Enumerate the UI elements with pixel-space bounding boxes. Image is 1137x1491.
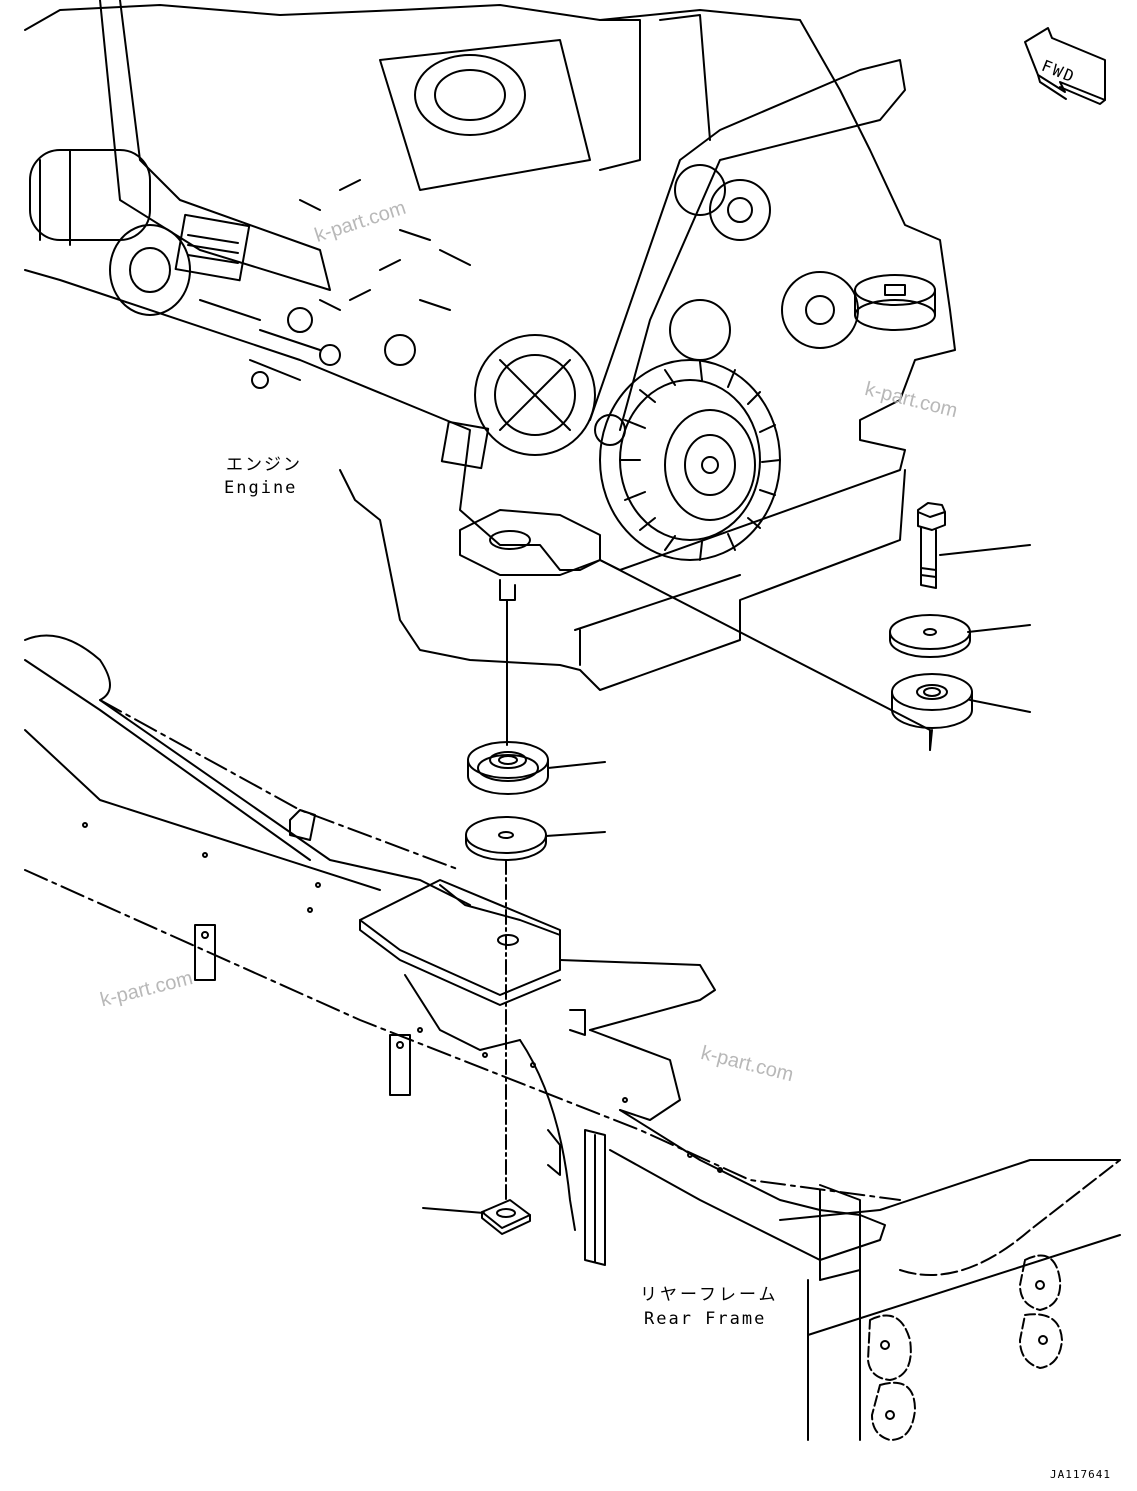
- rear-frame-label-en: Rear Frame: [644, 1309, 767, 1329]
- mount-washer-upper: [889, 614, 971, 658]
- rubber-cushion-lower: [467, 741, 549, 795]
- mount-washer-lower: [465, 816, 547, 861]
- front-mount-parts: [422, 599, 606, 1235]
- rubber-cushion-upper: [891, 673, 973, 729]
- rear-frame-illustration: [24, 634, 1121, 1441]
- engine-illustration: [24, 0, 956, 691]
- nut-plate: [481, 1199, 531, 1235]
- mount-bolt: [917, 502, 946, 589]
- engine-label-en: Engine: [224, 478, 298, 498]
- rear-frame-label-jp: リヤーフレーム: [640, 1285, 779, 1305]
- rear-mount-parts: [599, 502, 1031, 751]
- fwd-arrow-icon: [1024, 27, 1106, 105]
- engine-label-jp: エンジン: [226, 455, 302, 475]
- drawing-code: JA117641: [1050, 1468, 1111, 1481]
